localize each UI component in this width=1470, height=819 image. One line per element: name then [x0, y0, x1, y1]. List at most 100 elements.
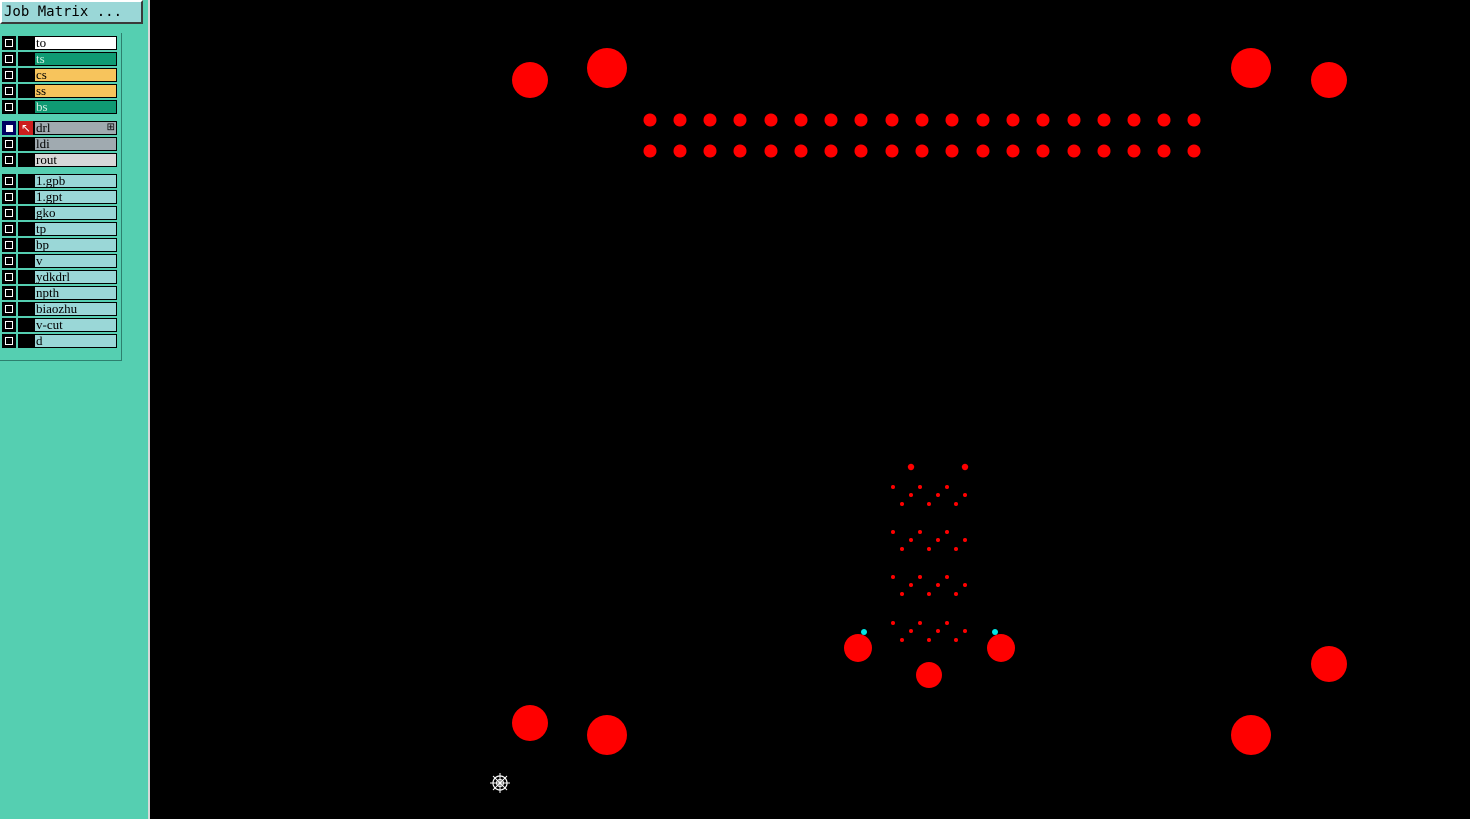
via[interactable]: [936, 583, 940, 587]
via[interactable]: [891, 485, 895, 489]
layer-label[interactable]: ss: [34, 84, 117, 98]
layer-affected-cell[interactable]: [18, 334, 34, 348]
drill-hole[interactable]: [885, 144, 899, 158]
drill-hole[interactable]: [1127, 144, 1141, 158]
layer-affected-cell[interactable]: ↖: [18, 121, 34, 135]
layer-label[interactable]: to: [34, 36, 117, 50]
via[interactable]: [963, 493, 967, 497]
mounting-hole[interactable]: [844, 634, 872, 662]
layer-row-ydkdrl[interactable]: ydkdrl: [0, 269, 121, 285]
via[interactable]: [907, 463, 915, 471]
via[interactable]: [945, 530, 949, 534]
via[interactable]: [936, 629, 940, 633]
layer-label[interactable]: ldi: [34, 137, 117, 151]
layer-affected-cell[interactable]: [18, 270, 34, 284]
layer-checkbox[interactable]: [2, 68, 16, 82]
via[interactable]: [954, 547, 958, 551]
layer-checkbox[interactable]: [2, 84, 16, 98]
tooling-hole[interactable]: [1231, 48, 1271, 88]
layer-affected-cell[interactable]: [18, 254, 34, 268]
drill-hole[interactable]: [764, 144, 778, 158]
layer-checkbox[interactable]: [2, 100, 16, 114]
layer-label[interactable]: gko: [34, 206, 117, 220]
drill-hole[interactable]: [764, 113, 778, 127]
mounting-hole[interactable]: [987, 634, 1015, 662]
layer-label[interactable]: d: [34, 334, 117, 348]
layer-affected-cell[interactable]: [18, 238, 34, 252]
layer-label[interactable]: bp: [34, 238, 117, 252]
drill-hole[interactable]: [1157, 113, 1171, 127]
via[interactable]: [954, 592, 958, 596]
via[interactable]: [891, 575, 895, 579]
via[interactable]: [891, 530, 895, 534]
layer-affected-cell[interactable]: [18, 52, 34, 66]
via[interactable]: [945, 621, 949, 625]
layer-row-ts[interactable]: ts: [0, 51, 121, 67]
layer-row-cs[interactable]: cs: [0, 67, 121, 83]
layer-label[interactable]: bs: [34, 100, 117, 114]
via[interactable]: [927, 547, 931, 551]
drill-hole[interactable]: [1006, 113, 1020, 127]
job-matrix-button[interactable]: Job Matrix ...: [0, 0, 143, 24]
layer-affected-cell[interactable]: [18, 36, 34, 50]
drill-hole[interactable]: [1187, 144, 1201, 158]
via[interactable]: [945, 485, 949, 489]
drill-hole[interactable]: [703, 144, 717, 158]
via[interactable]: [918, 530, 922, 534]
layer-label[interactable]: ydkdrl: [34, 270, 117, 284]
layer-checkbox[interactable]: [2, 286, 16, 300]
via[interactable]: [909, 493, 913, 497]
via[interactable]: [918, 621, 922, 625]
drill-hole[interactable]: [1067, 113, 1081, 127]
layer-checkbox[interactable]: [2, 222, 16, 236]
drill-hole[interactable]: [824, 144, 838, 158]
layer-label[interactable]: v: [34, 254, 117, 268]
tooling-hole[interactable]: [1311, 62, 1347, 98]
drill-hole[interactable]: [643, 113, 657, 127]
drill-hole[interactable]: [824, 113, 838, 127]
layer-affected-cell[interactable]: [18, 174, 34, 188]
layer-checkbox[interactable]: [2, 153, 16, 167]
layer-checkbox[interactable]: [2, 52, 16, 66]
layer-affected-cell[interactable]: [18, 137, 34, 151]
layer-row-drl[interactable]: ↖drl⊞: [0, 120, 121, 136]
layer-row-tp[interactable]: tp: [0, 221, 121, 237]
via[interactable]: [891, 621, 895, 625]
layer-label[interactable]: rout: [34, 153, 117, 167]
layer-checkbox[interactable]: [2, 174, 16, 188]
highlight-marker[interactable]: [861, 629, 867, 635]
layer-row-to[interactable]: to: [0, 35, 121, 51]
layer-affected-cell[interactable]: [18, 318, 34, 332]
drill-hole[interactable]: [1097, 113, 1111, 127]
drill-hole[interactable]: [1036, 113, 1050, 127]
layer-row-biaozhu[interactable]: biaozhu: [0, 301, 121, 317]
drill-hole[interactable]: [733, 144, 747, 158]
tooling-hole[interactable]: [1231, 715, 1271, 755]
drill-hole[interactable]: [643, 144, 657, 158]
drill-hole[interactable]: [915, 113, 929, 127]
tooling-hole[interactable]: [587, 48, 627, 88]
layer-label[interactable]: drl⊞: [34, 121, 117, 135]
layer-label[interactable]: v-cut: [34, 318, 117, 332]
layer-label[interactable]: npth: [34, 286, 117, 300]
via[interactable]: [963, 629, 967, 633]
layer-affected-cell[interactable]: [18, 68, 34, 82]
tooling-hole[interactable]: [512, 705, 548, 741]
layer-row-bs[interactable]: bs: [0, 99, 121, 115]
layer-label[interactable]: 1.gpt: [34, 190, 117, 204]
layer-affected-cell[interactable]: [18, 302, 34, 316]
drill-hole[interactable]: [1036, 144, 1050, 158]
drill-hole[interactable]: [976, 144, 990, 158]
layer-affected-cell[interactable]: [18, 153, 34, 167]
via[interactable]: [954, 638, 958, 642]
via[interactable]: [918, 485, 922, 489]
via[interactable]: [927, 638, 931, 642]
via[interactable]: [927, 502, 931, 506]
layer-row-d[interactable]: d: [0, 333, 121, 349]
layer-label[interactable]: 1.gpb: [34, 174, 117, 188]
via[interactable]: [961, 463, 969, 471]
drill-hole[interactable]: [673, 113, 687, 127]
layer-checkbox[interactable]: [2, 36, 16, 50]
panel-divider[interactable]: [148, 0, 150, 819]
layer-label[interactable]: tp: [34, 222, 117, 236]
